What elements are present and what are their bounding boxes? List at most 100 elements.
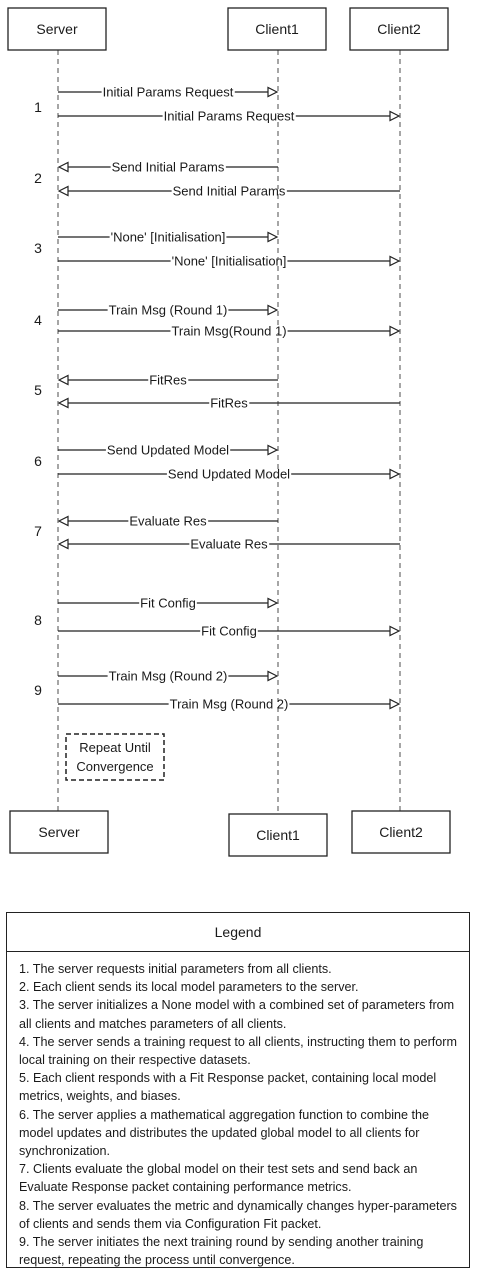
participant-header-client1: Client1 [227, 7, 327, 51]
label-backing [168, 702, 290, 706]
label-backing [128, 519, 209, 523]
message-arrow: Send Updated Model [58, 467, 401, 482]
message-label: Train Msg (Round 2) [170, 697, 289, 712]
participant-box [9, 810, 109, 854]
participant-footer-row: Server Client1 Client2 [9, 810, 451, 857]
arrow-head [57, 161, 69, 173]
message-arrow: Train Msg (Round 1) [58, 303, 279, 318]
message-arrow: Train Msg(Round 1) [58, 324, 401, 339]
step-number: 4 [34, 312, 42, 328]
arrow-head [267, 231, 279, 243]
message-label: FitRes [149, 373, 187, 388]
legend-item: 7. Clients evaluate the global model on … [19, 1162, 418, 1195]
repeat-note-line1: Repeat Until [79, 740, 151, 755]
label-backing [139, 601, 197, 605]
arrow-head [57, 538, 69, 550]
arrow-head [389, 110, 401, 122]
participant-footer-server: Server [9, 810, 109, 854]
message-label: Evaluate Res [190, 537, 268, 552]
arrow-head [267, 304, 279, 316]
message-label: Send Updated Model [168, 467, 290, 482]
label-backing [171, 189, 287, 193]
arrow-head [57, 185, 69, 197]
legend-item: 6. The server applies a mathematical agg… [19, 1107, 430, 1159]
label-backing [109, 235, 227, 239]
message-arrow: Initial Params Request [58, 85, 279, 100]
message-label: Train Msg(Round 1) [171, 324, 286, 339]
participant-label: Client2 [377, 21, 421, 37]
message-label: Evaluate Res [129, 514, 207, 529]
message-label: 'None' [Initialisation] [111, 230, 226, 245]
label-backing [166, 472, 292, 476]
message-label: 'None' [Initialisation] [172, 254, 287, 269]
message-label: Send Initial Params [173, 184, 286, 199]
legend-item: 3. The server initializes a None model w… [19, 998, 455, 1031]
message-label: Initial Params Request [164, 109, 295, 124]
arrow-head [389, 325, 401, 337]
arrow-head [267, 86, 279, 98]
lifelines [57, 50, 401, 814]
arrow-head [57, 515, 69, 527]
message-arrow: Evaluate Res [57, 537, 400, 552]
message-arrow: Initial Params Request [58, 109, 401, 124]
participant-label: Server [38, 824, 80, 840]
participant-label: Client1 [256, 827, 300, 843]
participant-footer-client2: Client2 [351, 810, 451, 854]
arrow-head [389, 625, 401, 637]
arrow-head [57, 374, 69, 386]
label-backing [101, 90, 235, 94]
step-number: 9 [34, 682, 42, 698]
repeat-note: Repeat Until Convergence [65, 733, 165, 781]
legend-item: 1. The server requests initial parameter… [19, 962, 332, 976]
participant-label: Client2 [379, 824, 423, 840]
message-label: Train Msg (Round 1) [109, 303, 228, 318]
participant-header-server: Server [7, 7, 107, 51]
message-arrow: Train Msg (Round 2) [58, 669, 279, 684]
message-arrow: FitRes [57, 396, 400, 411]
message-arrow: Send Initial Params [57, 184, 400, 199]
message-label: Initial Params Request [103, 85, 234, 100]
message-arrow: 'None' [Initialisation] [58, 230, 279, 245]
message-label: Train Msg (Round 2) [109, 669, 228, 684]
message-arrow: Train Msg (Round 2) [58, 697, 401, 712]
arrow-head [267, 670, 279, 682]
message-arrow: 'None' [Initialisation] [58, 254, 401, 269]
participant-footer-client1: Client1 [228, 813, 328, 857]
label-backing [105, 448, 231, 452]
legend-item: 8. The server evaluates the metric and d… [19, 1198, 457, 1231]
participant-label: Client1 [255, 21, 299, 37]
arrow-head [267, 444, 279, 456]
participant-label: Server [36, 21, 78, 37]
label-backing [170, 259, 288, 263]
label-backing [110, 165, 226, 169]
legend-title: Legend [7, 913, 469, 952]
message-arrow: FitRes [57, 373, 278, 388]
step-number: 6 [34, 453, 42, 469]
participant-header-row: Server Client1 Client2 [7, 7, 449, 51]
label-backing [148, 378, 189, 382]
label-backing [200, 629, 258, 633]
message-label: Fit Config [201, 624, 257, 639]
legend-list: 1. The server requests initial parameter… [7, 952, 469, 1269]
label-backing [170, 329, 288, 333]
arrow-head [389, 698, 401, 710]
label-backing [209, 401, 250, 405]
legend-item: 4. The server sends a training request t… [19, 1034, 457, 1068]
participant-box [351, 810, 451, 854]
legend-item: 9. The server initiates the next trainin… [19, 1235, 424, 1268]
message-label: Fit Config [140, 596, 196, 611]
arrow-head [267, 597, 279, 609]
message-label: FitRes [210, 396, 248, 411]
message-label: Send Initial Params [112, 160, 225, 175]
participant-box [7, 7, 107, 51]
arrow-head [389, 255, 401, 267]
legend-item: 2. Each client sends its local model par… [19, 980, 359, 995]
arrow-head [389, 468, 401, 480]
step-number: 8 [34, 612, 42, 628]
message-arrow: Send Updated Model [58, 443, 279, 458]
legend-box: Legend 1. The server requests initial pa… [6, 912, 470, 1268]
participant-box [349, 7, 449, 51]
participant-box [228, 813, 328, 857]
